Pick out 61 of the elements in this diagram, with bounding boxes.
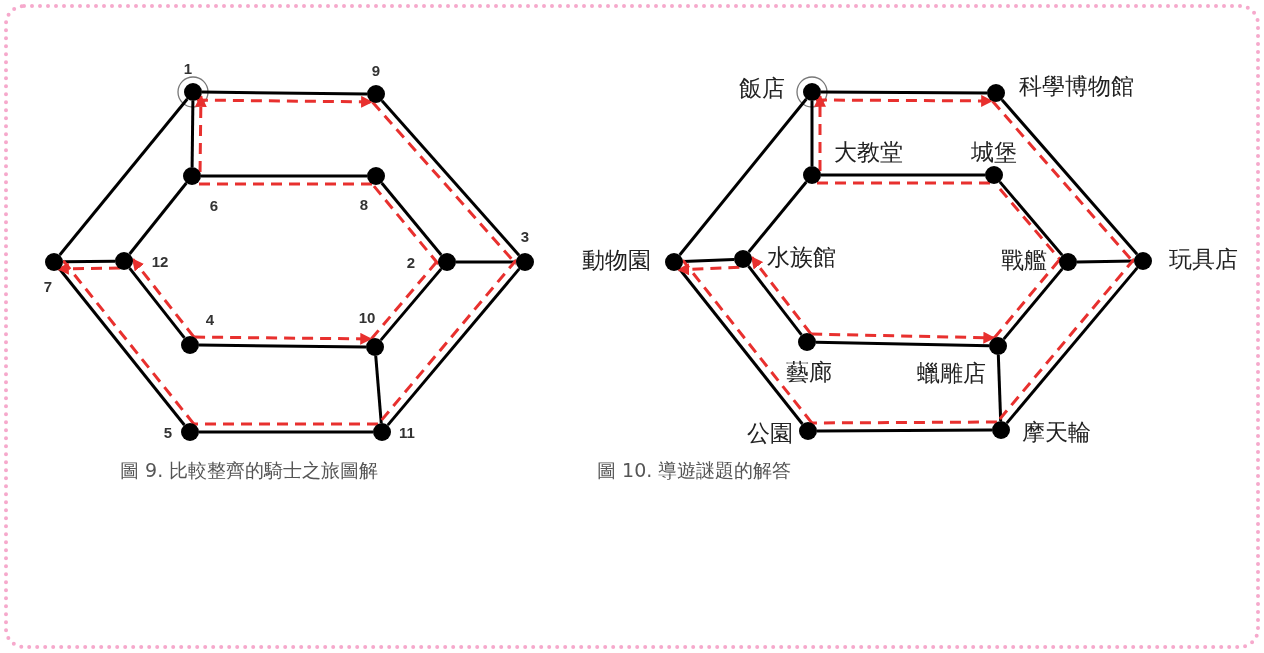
connecting-line: [62, 259, 116, 264]
path-arrow: [194, 94, 207, 173]
path-arrow: [811, 331, 996, 344]
connecting-line: [190, 101, 195, 167]
node-label: 飯店: [739, 73, 785, 103]
node-label: 3: [520, 227, 530, 245]
connecting-line: [128, 267, 186, 339]
path-arrow: [815, 94, 994, 107]
node-label: 4: [205, 310, 215, 328]
connecting-line: [747, 181, 808, 253]
connecting-line: [810, 101, 814, 166]
node-label: 水族館: [766, 242, 836, 272]
node-label: 藝廊: [786, 357, 832, 387]
node-label: 2: [406, 253, 416, 271]
figure-caption: 圖 9. 比較整齊的騎士之旅圖解: [120, 458, 379, 483]
node-label: 戰艦: [1001, 245, 1047, 275]
connecting-line: [199, 430, 373, 434]
node-label: 科學博物館: [1018, 71, 1134, 101]
node-label: 9: [371, 61, 381, 79]
connecting-line: [456, 260, 516, 264]
node-label: 蠟雕店: [916, 358, 986, 388]
connecting-line: [682, 257, 735, 264]
connecting-line: [58, 98, 189, 256]
node-label: 6: [209, 196, 219, 214]
connecting-line: [821, 173, 985, 177]
node-label: 公園: [747, 418, 793, 448]
node-label: 11: [399, 423, 415, 441]
node-label: 城堡: [971, 137, 1017, 167]
connecting-line: [996, 354, 1003, 422]
path-arrow: [131, 258, 195, 338]
connecting-line: [201, 174, 367, 178]
node-label: 大教堂: [833, 137, 903, 167]
node-label: 10: [358, 308, 376, 326]
path-arrow: [194, 332, 373, 345]
connecting-line: [380, 182, 443, 256]
connecting-line: [202, 90, 367, 96]
connecting-line: [1002, 267, 1064, 341]
node-label: 1: [183, 59, 193, 77]
connecting-line: [1076, 259, 1135, 264]
connecting-line: [374, 355, 383, 424]
connecting-line: [678, 98, 808, 256]
node-label: 8: [359, 195, 369, 213]
node-label: 5: [163, 423, 173, 441]
node-label: 摩天輪: [1021, 417, 1091, 447]
connecting-line: [821, 90, 987, 95]
connecting-line: [998, 180, 1064, 257]
node-label: 動物園: [581, 245, 651, 275]
connecting-line: [379, 267, 443, 342]
node-label: 7: [43, 277, 53, 295]
path-arrow: [196, 95, 374, 108]
node-label: 12: [151, 252, 169, 270]
path-arrow: [677, 263, 740, 276]
connecting-line: [815, 340, 990, 348]
connecting-line: [128, 182, 188, 255]
figure-caption: 圖 10. 導遊謎題的解答: [597, 458, 792, 483]
path-arrow: [750, 256, 813, 335]
connecting-line: [817, 428, 992, 433]
connecting-line: [747, 265, 803, 336]
path-arrow: [814, 94, 826, 171]
connecting-line: [199, 343, 366, 349]
node-label: 玩具店: [1168, 244, 1238, 274]
